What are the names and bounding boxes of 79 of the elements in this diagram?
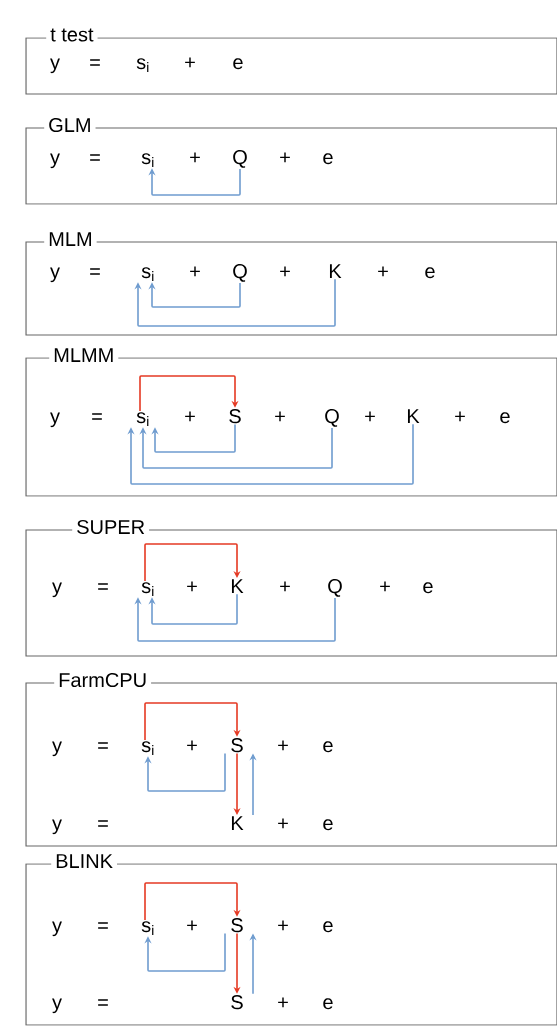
equation-term: s$_{i}$: [141, 741, 154, 756]
equation-symbol: +: [280, 266, 290, 277]
equation-symbol: =: [90, 59, 100, 66]
equation-symbol: e: [323, 819, 333, 831]
equation-symbol: +: [190, 266, 200, 277]
equation-symbol: +: [187, 581, 197, 592]
equation-symbol: +: [187, 920, 197, 931]
equation-symbol: y: [50, 58, 60, 74]
equation-term: K: [232, 816, 244, 830]
equation-symbol: e: [323, 153, 333, 165]
arrow: [144, 543, 241, 582]
arrow: [127, 423, 414, 485]
equation-symbol: =: [90, 268, 100, 275]
equation-symbol: =: [98, 999, 108, 1006]
equation-symbol: +: [455, 411, 465, 422]
equation-term: s$_{i}$: [141, 921, 154, 936]
equation-symbol: +: [278, 920, 288, 931]
equation-symbol: s$_{i}$: [136, 58, 149, 73]
arrow: [144, 932, 226, 972]
equation-symbol: y: [52, 819, 62, 835]
equation-symbol: =: [98, 922, 108, 929]
equation-term: Q: [233, 150, 247, 168]
equation-term: S: [231, 995, 243, 1010]
equation-term: K: [330, 264, 342, 278]
arrow: [139, 375, 239, 412]
arrow: [144, 702, 241, 741]
equation-symbol: e: [425, 267, 435, 279]
equation-symbol: y: [52, 582, 62, 598]
equation-term: s$_{i}$: [136, 412, 149, 427]
equation-symbol: e: [233, 58, 243, 70]
equation-symbol: +: [378, 266, 388, 277]
equation-symbol: =: [98, 742, 108, 749]
equation-symbol: =: [90, 154, 100, 161]
equation-symbol: +: [278, 997, 288, 1008]
equation-symbol: y: [50, 412, 60, 428]
equation-symbol: +: [185, 411, 195, 422]
equation-term: Q: [233, 264, 247, 282]
equation-symbol: =: [98, 820, 108, 827]
equation-term: S: [231, 738, 243, 753]
equation-symbol: e: [423, 582, 433, 594]
equation-term: S: [229, 409, 241, 424]
equation-symbol: e: [323, 921, 333, 933]
equation-symbol: y: [52, 741, 62, 757]
equation-symbol: e: [500, 412, 510, 424]
equation-symbol: =: [92, 413, 102, 420]
equation-symbol: y: [52, 998, 62, 1014]
equation-symbol: +: [187, 740, 197, 751]
equation-symbol: e: [323, 741, 333, 753]
arrow: [148, 168, 241, 196]
equation-symbol: y: [50, 267, 60, 283]
equation-term: s$_{i}$: [141, 582, 154, 597]
equation-term: S: [231, 918, 243, 933]
equation-term: Q: [328, 579, 342, 597]
equation-symbol: +: [185, 57, 195, 68]
equation-symbol: +: [365, 411, 375, 422]
arrow: [151, 423, 236, 453]
equation-symbol: y: [52, 921, 62, 937]
equation-term: s$_{i}$: [141, 267, 154, 282]
arrow: [144, 752, 226, 792]
equation-symbol: +: [278, 818, 288, 829]
equation-symbol: e: [323, 998, 333, 1010]
arrow: [144, 882, 241, 921]
equation-term: Q: [325, 409, 339, 427]
equation-term: K: [408, 409, 420, 423]
equation-symbol: y: [50, 153, 60, 169]
equation-symbol: +: [190, 152, 200, 163]
equation-symbol: +: [280, 152, 290, 163]
equation-term: K: [232, 579, 244, 593]
equation-symbol: +: [275, 411, 285, 422]
arrow: [148, 282, 241, 308]
equation-term: s$_{i}$: [141, 153, 154, 168]
equation-symbol: +: [380, 581, 390, 592]
arrow: [148, 593, 238, 625]
equation-symbol: +: [278, 740, 288, 751]
arrow: [134, 597, 336, 642]
arrow: [134, 278, 336, 327]
equation-symbol: =: [98, 583, 108, 590]
equation-symbol: +: [280, 581, 290, 592]
arrow: [139, 427, 333, 469]
